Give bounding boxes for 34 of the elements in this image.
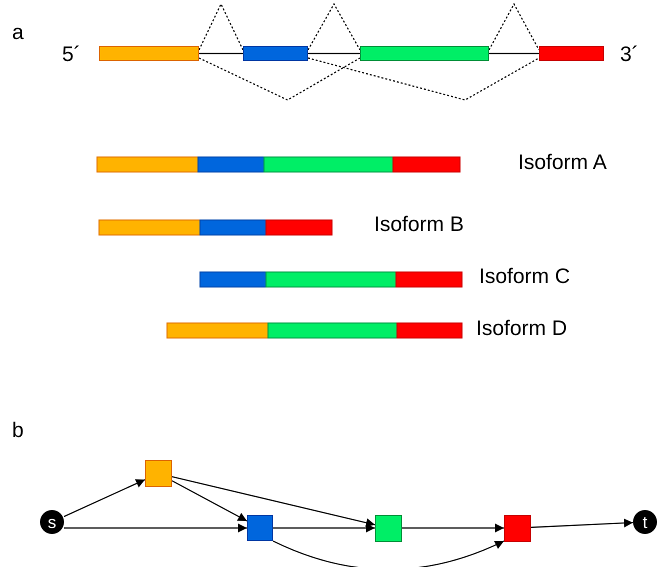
arrow	[402, 524, 504, 532]
isoform-label: Isoform C	[479, 266, 570, 287]
arrow	[273, 524, 375, 532]
exon-bar	[99, 46, 199, 61]
intron-line	[199, 52, 243, 54]
arrow	[530, 518, 634, 528]
end-label: 3´	[620, 44, 639, 65]
b-label: b	[12, 420, 24, 441]
exon-bar	[360, 46, 489, 61]
end-label: 5´	[62, 44, 81, 65]
arrow	[64, 479, 146, 518]
exon-node	[504, 515, 531, 542]
terminal-node: s	[40, 510, 64, 534]
isoform-label: Isoform B	[374, 214, 464, 235]
intron-line	[308, 52, 360, 54]
splice-line	[308, 57, 540, 101]
a-label: a	[12, 22, 24, 43]
arrow	[64, 524, 247, 532]
intron-line	[489, 52, 539, 54]
exon-node	[375, 515, 402, 542]
arrow	[272, 540, 504, 567]
exon-bar	[539, 46, 604, 61]
splice-line	[488, 2, 540, 50]
arrow	[172, 476, 376, 528]
splice-line	[198, 57, 360, 101]
splice-line	[307, 2, 361, 50]
exon-node	[145, 460, 172, 487]
arrow	[172, 480, 248, 522]
exon-node	[247, 515, 273, 541]
splice-line	[198, 2, 244, 50]
exon-bar	[243, 46, 308, 61]
isoform-label: Isoform A	[518, 152, 607, 173]
isoform-label: Isoform D	[476, 318, 568, 339]
terminal-node: t	[633, 510, 657, 534]
